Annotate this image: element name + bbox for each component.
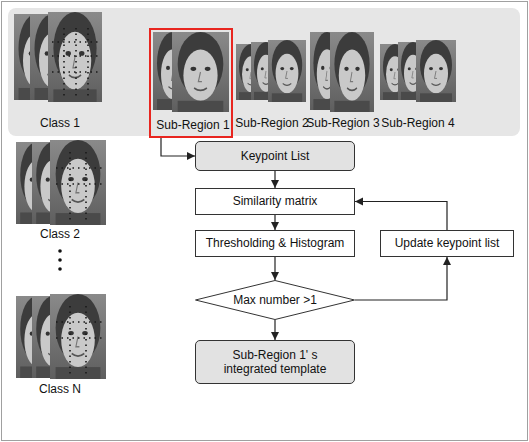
text-slot: Sub-Region 1	[138, 118, 248, 132]
region-label: Sub-Region 3	[306, 116, 379, 130]
face-image	[330, 32, 374, 112]
region-label: Sub-Region 1	[156, 118, 229, 132]
decision-diamond: Max number >1	[195, 280, 355, 320]
flow-arrow	[274, 320, 275, 340]
process-box: Thresholding & Histogram	[195, 230, 355, 257]
face-image	[416, 40, 456, 102]
text-slot: Class N	[5, 382, 115, 396]
subregion-highlight: Sub-Region 1	[149, 28, 233, 138]
text-slot: Class 1	[5, 116, 115, 130]
node-text: Keypoint List	[241, 149, 310, 163]
face-image	[50, 140, 106, 225]
region-label: Sub-Region 4	[381, 116, 454, 130]
flow-arrow	[274, 215, 275, 230]
face-image	[50, 294, 106, 379]
class-label: Class N	[39, 382, 81, 396]
diamond-shape	[196, 281, 355, 320]
flow-arrow	[161, 138, 195, 156]
flow-arrow	[274, 257, 275, 280]
class-label: Class 2	[40, 227, 80, 241]
class-band	[8, 8, 520, 136]
class-band: Class 1Sub-Region 2Sub-Region 3Sub-Regio…	[8, 8, 520, 136]
face-image	[268, 40, 306, 102]
process-box: Similarity matrix	[195, 188, 355, 215]
keypoint-grid	[56, 306, 104, 374]
node-text: Thresholding & Histogram	[206, 236, 345, 250]
region-label: Sub-Region 2	[235, 116, 308, 130]
text-slot: Class 2	[5, 227, 115, 241]
node-text: Sub-Region 1' s integrated template	[214, 348, 336, 377]
process-box: Update keypoint list	[380, 230, 514, 257]
ellipsis-dots	[58, 249, 62, 271]
keypoint-grid	[52, 28, 100, 96]
node-text: Similarity matrix	[233, 194, 318, 208]
face-image	[172, 32, 229, 112]
face-image	[48, 12, 102, 102]
flow-arrow	[274, 171, 275, 188]
node-text: Max number >1	[233, 293, 317, 307]
flow-arrow	[355, 257, 447, 300]
terminal-box: Keypoint List	[195, 141, 355, 171]
node-text: Update keypoint list	[395, 236, 500, 250]
keypoint-grid	[56, 152, 104, 220]
flow-arrow	[355, 202, 447, 231]
region-label: Class 1	[40, 116, 80, 130]
terminal-box: Sub-Region 1' s integrated template	[195, 340, 355, 384]
